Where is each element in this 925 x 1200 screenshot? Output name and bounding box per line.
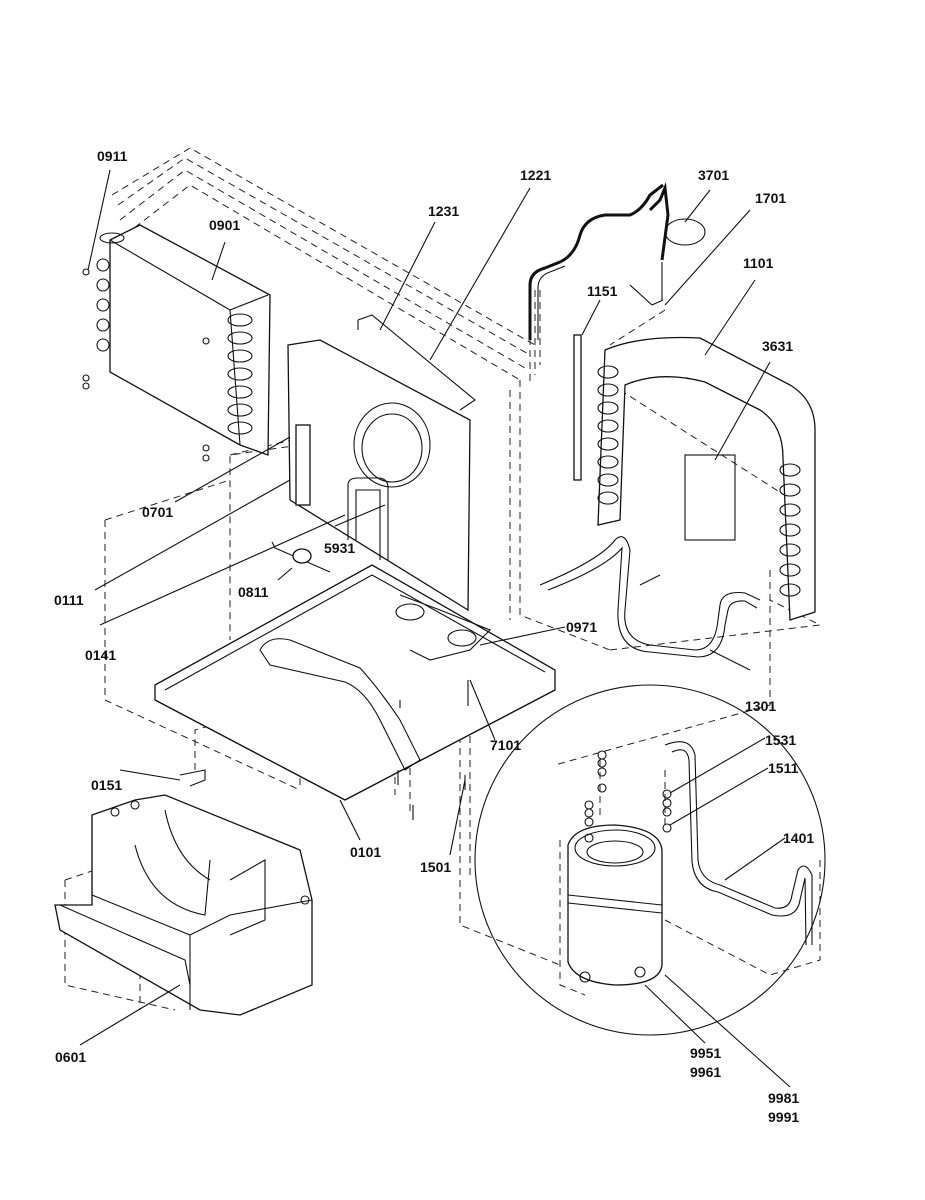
condenser-coil[interactable] [82, 224, 271, 462]
part-labels: 0911 0901 1231 1221 3701 1701 1101 1151 … [54, 148, 814, 1125]
label-1501: 1501 [420, 859, 451, 875]
label-9981: 9981 [768, 1090, 799, 1106]
label-0971: 0971 [566, 619, 597, 635]
orifice-panel[interactable] [287, 339, 471, 612]
label-0141: 0141 [85, 647, 116, 663]
capillary-tube-assembly[interactable] [528, 182, 706, 340]
label-0701: 0701 [142, 504, 173, 520]
grommet-stack-right [662, 789, 672, 833]
label-3631: 3631 [762, 338, 793, 354]
label-0111: 0111 [54, 592, 84, 608]
label-9951: 9951 [690, 1045, 721, 1061]
leader-lines [79, 169, 791, 1088]
base-pan[interactable] [154, 564, 556, 820]
label-1701: 1701 [755, 190, 786, 206]
label-3701: 3701 [698, 167, 729, 183]
label-1511: 1511 [768, 760, 799, 776]
small-bracket[interactable] [179, 769, 206, 787]
label-0911: 0911 [97, 148, 128, 164]
label-9961: 9961 [690, 1064, 721, 1080]
suction-tube[interactable] [539, 536, 761, 658]
label-1221: 1221 [520, 167, 551, 183]
evaporator-shroud[interactable] [597, 336, 816, 621]
blower-housing[interactable] [54, 794, 313, 1016]
label-0151: 0151 [91, 777, 122, 793]
label-0901: 0901 [209, 217, 240, 233]
label-1151: 1151 [587, 283, 618, 299]
label-0101: 0101 [350, 844, 381, 860]
label-7101: 7101 [490, 737, 521, 753]
mounting-bracket[interactable] [357, 314, 476, 411]
label-1101: 1101 [743, 255, 774, 271]
sensor-bracket[interactable] [271, 541, 331, 573]
coil-screws [82, 268, 210, 462]
coil-tube-bends-right [227, 313, 253, 435]
label-1531: 1531 [765, 732, 796, 748]
seal-strip[interactable] [573, 334, 582, 481]
pan-screws [397, 770, 466, 820]
label-1401: 1401 [783, 830, 814, 846]
discharge-tube[interactable] [664, 741, 813, 946]
label-5931: 5931 [324, 540, 355, 556]
label-9991: 9991 [768, 1109, 799, 1125]
label-1301: 1301 [745, 698, 776, 714]
grommet-stack-left [584, 750, 607, 843]
coil-tube-bends-left [96, 232, 125, 352]
evaporator-tube-bends [597, 365, 801, 597]
label-0811: 0811 [238, 584, 269, 600]
label-0601: 0601 [55, 1049, 86, 1065]
label-1231: 1231 [428, 203, 459, 219]
compressor-detail[interactable] [474, 684, 826, 1036]
